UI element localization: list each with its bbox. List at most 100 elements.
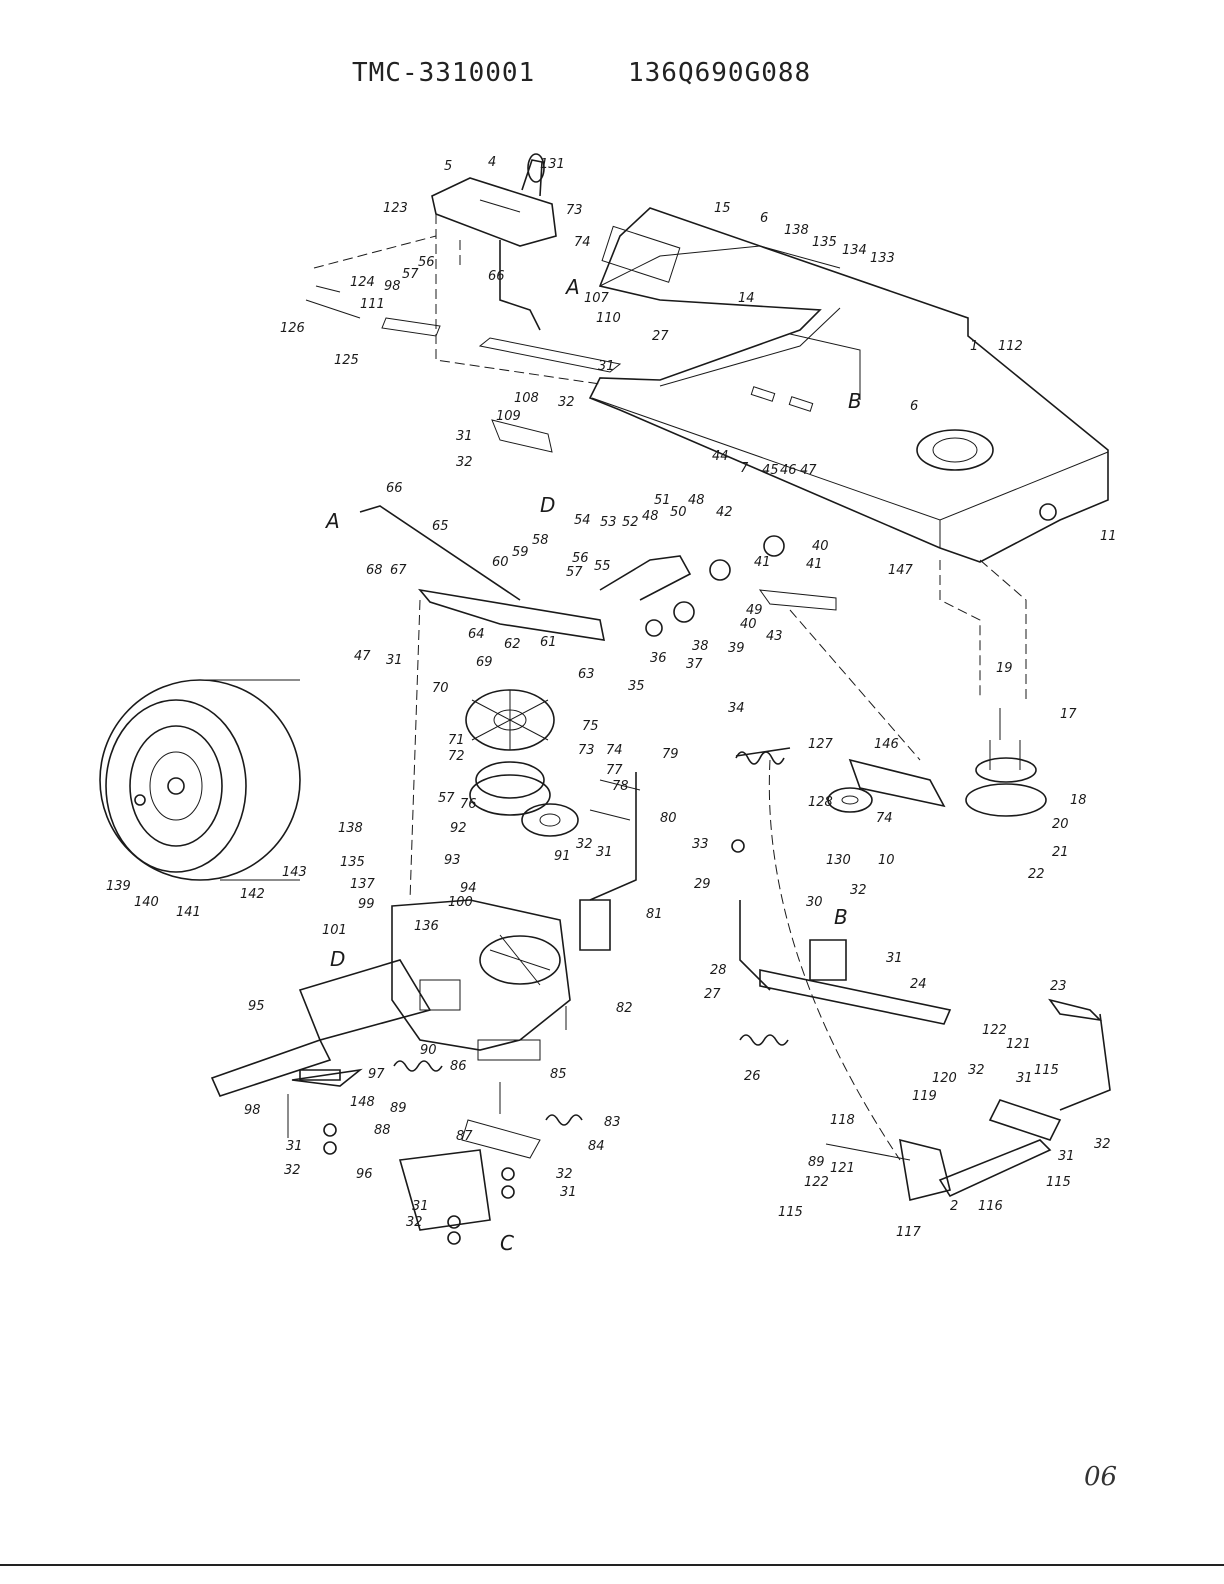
part-callout: 20 bbox=[1052, 817, 1069, 832]
part-callout: 27 bbox=[704, 987, 721, 1002]
part-callout: 101 bbox=[322, 923, 347, 938]
part-callout: 127 bbox=[808, 737, 834, 752]
part-callout: 32 bbox=[850, 883, 867, 898]
part-callout: 74 bbox=[574, 235, 591, 250]
model-number-left: TMC-3310001 bbox=[352, 58, 536, 88]
part-callout: 84 bbox=[588, 1139, 605, 1154]
part-callout: 31 bbox=[1016, 1071, 1033, 1086]
part-callout: 124 bbox=[350, 275, 375, 290]
part-callout: 99 bbox=[358, 897, 375, 912]
part-callout: 15 bbox=[714, 201, 731, 216]
part-callout: 45 bbox=[762, 463, 779, 478]
part-callout: 34 bbox=[728, 701, 745, 716]
part-callout: 69 bbox=[476, 655, 493, 670]
bottom-rule bbox=[0, 1564, 1224, 1566]
part-callout: 28 bbox=[710, 963, 727, 978]
part-callout: 134 bbox=[842, 243, 867, 258]
fan-and-pulleys bbox=[465, 689, 641, 901]
part-callout: 56 bbox=[418, 255, 435, 270]
part-callout: 57 bbox=[438, 791, 455, 806]
part-callout: 66 bbox=[488, 269, 505, 284]
part-callout: 44 bbox=[712, 449, 729, 464]
part-callout: 32 bbox=[558, 395, 575, 410]
part-callout: A bbox=[564, 275, 580, 299]
part-callout: A bbox=[324, 509, 340, 533]
part-callout: 19 bbox=[996, 661, 1013, 676]
part-callout: 133 bbox=[870, 251, 895, 266]
part-callout: 58 bbox=[532, 533, 549, 548]
part-callout: 64 bbox=[468, 627, 485, 642]
part-callout: 14 bbox=[738, 291, 755, 306]
part-callout: 123 bbox=[383, 201, 408, 216]
part-callout: 23 bbox=[1050, 979, 1067, 994]
part-callout: 73 bbox=[578, 743, 595, 758]
part-callout: 119 bbox=[912, 1089, 937, 1104]
part-callout: 121 bbox=[1006, 1037, 1031, 1052]
part-callout: 82 bbox=[616, 1001, 633, 1016]
part-callout: 36 bbox=[650, 651, 667, 666]
part-callout: 43 bbox=[766, 629, 783, 644]
part-callout: 40 bbox=[740, 617, 757, 632]
part-callout: 122 bbox=[982, 1023, 1007, 1038]
part-callout: 49 bbox=[746, 603, 763, 618]
part-callout: 74 bbox=[606, 743, 623, 758]
part-callout: 108 bbox=[514, 391, 539, 406]
part-callout: 65 bbox=[432, 519, 449, 534]
part-callout: 47 bbox=[354, 649, 371, 664]
part-callout: 131 bbox=[540, 157, 565, 172]
part-callout: 7 bbox=[740, 461, 749, 476]
part-callout: 18 bbox=[1070, 793, 1087, 808]
part-callout: 94 bbox=[460, 881, 477, 896]
part-callout: 116 bbox=[978, 1199, 1003, 1214]
part-callout: 128 bbox=[808, 795, 833, 810]
part-callout: 67 bbox=[390, 563, 407, 578]
part-callout: 98 bbox=[384, 279, 401, 294]
part-callout: 57 bbox=[402, 267, 419, 282]
part-callout: 135 bbox=[812, 235, 837, 250]
part-callout: 17 bbox=[1060, 707, 1077, 722]
part-callout: 115 bbox=[778, 1205, 803, 1220]
part-callout: 71 bbox=[448, 733, 465, 748]
part-callout: 143 bbox=[282, 865, 307, 880]
part-callout: 32 bbox=[406, 1215, 423, 1230]
part-callout: 91 bbox=[554, 849, 571, 864]
control-linkage bbox=[359, 505, 921, 901]
part-callout: 110 bbox=[596, 311, 621, 326]
part-callout: 136 bbox=[414, 919, 439, 934]
part-callout: 107 bbox=[584, 291, 610, 306]
part-callout: B bbox=[834, 905, 848, 929]
part-callout: 147 bbox=[888, 563, 914, 578]
part-callout: 83 bbox=[604, 1115, 621, 1130]
part-callout: 32 bbox=[556, 1167, 573, 1182]
part-callout: 126 bbox=[280, 321, 305, 336]
part-callout: 142 bbox=[240, 887, 265, 902]
part-callout: 4 bbox=[488, 155, 496, 170]
part-callout: 138 bbox=[338, 821, 363, 836]
part-callout: 42 bbox=[716, 505, 733, 520]
part-callout: 59 bbox=[512, 545, 529, 560]
part-callout: 37 bbox=[686, 657, 703, 672]
part-callout: 92 bbox=[450, 821, 467, 836]
part-callout: 87 bbox=[456, 1129, 473, 1144]
part-callout: 50 bbox=[670, 505, 687, 520]
part-callout: 30 bbox=[806, 895, 823, 910]
part-callout: 46 bbox=[780, 463, 797, 478]
part-callout: 125 bbox=[334, 353, 359, 368]
part-callout: 146 bbox=[874, 737, 899, 752]
model-number-right: 136Q690G088 bbox=[628, 58, 812, 88]
part-callout: 121 bbox=[830, 1161, 855, 1176]
transmission bbox=[210, 899, 611, 1245]
part-callout: 98 bbox=[244, 1103, 261, 1118]
part-callout: 31 bbox=[456, 429, 473, 444]
chassis-frame bbox=[588, 207, 1109, 563]
part-callout: 72 bbox=[448, 749, 465, 764]
part-callout: 32 bbox=[1094, 1137, 1111, 1152]
part-callout: 31 bbox=[286, 1139, 303, 1154]
part-callout: 93 bbox=[444, 853, 461, 868]
part-callout: 115 bbox=[1034, 1063, 1059, 1078]
part-callout: 38 bbox=[692, 639, 709, 654]
rear-wheel bbox=[99, 679, 301, 881]
part-callout: 76 bbox=[460, 797, 477, 812]
part-callout: 120 bbox=[932, 1071, 957, 1086]
part-callout: 100 bbox=[448, 895, 473, 910]
